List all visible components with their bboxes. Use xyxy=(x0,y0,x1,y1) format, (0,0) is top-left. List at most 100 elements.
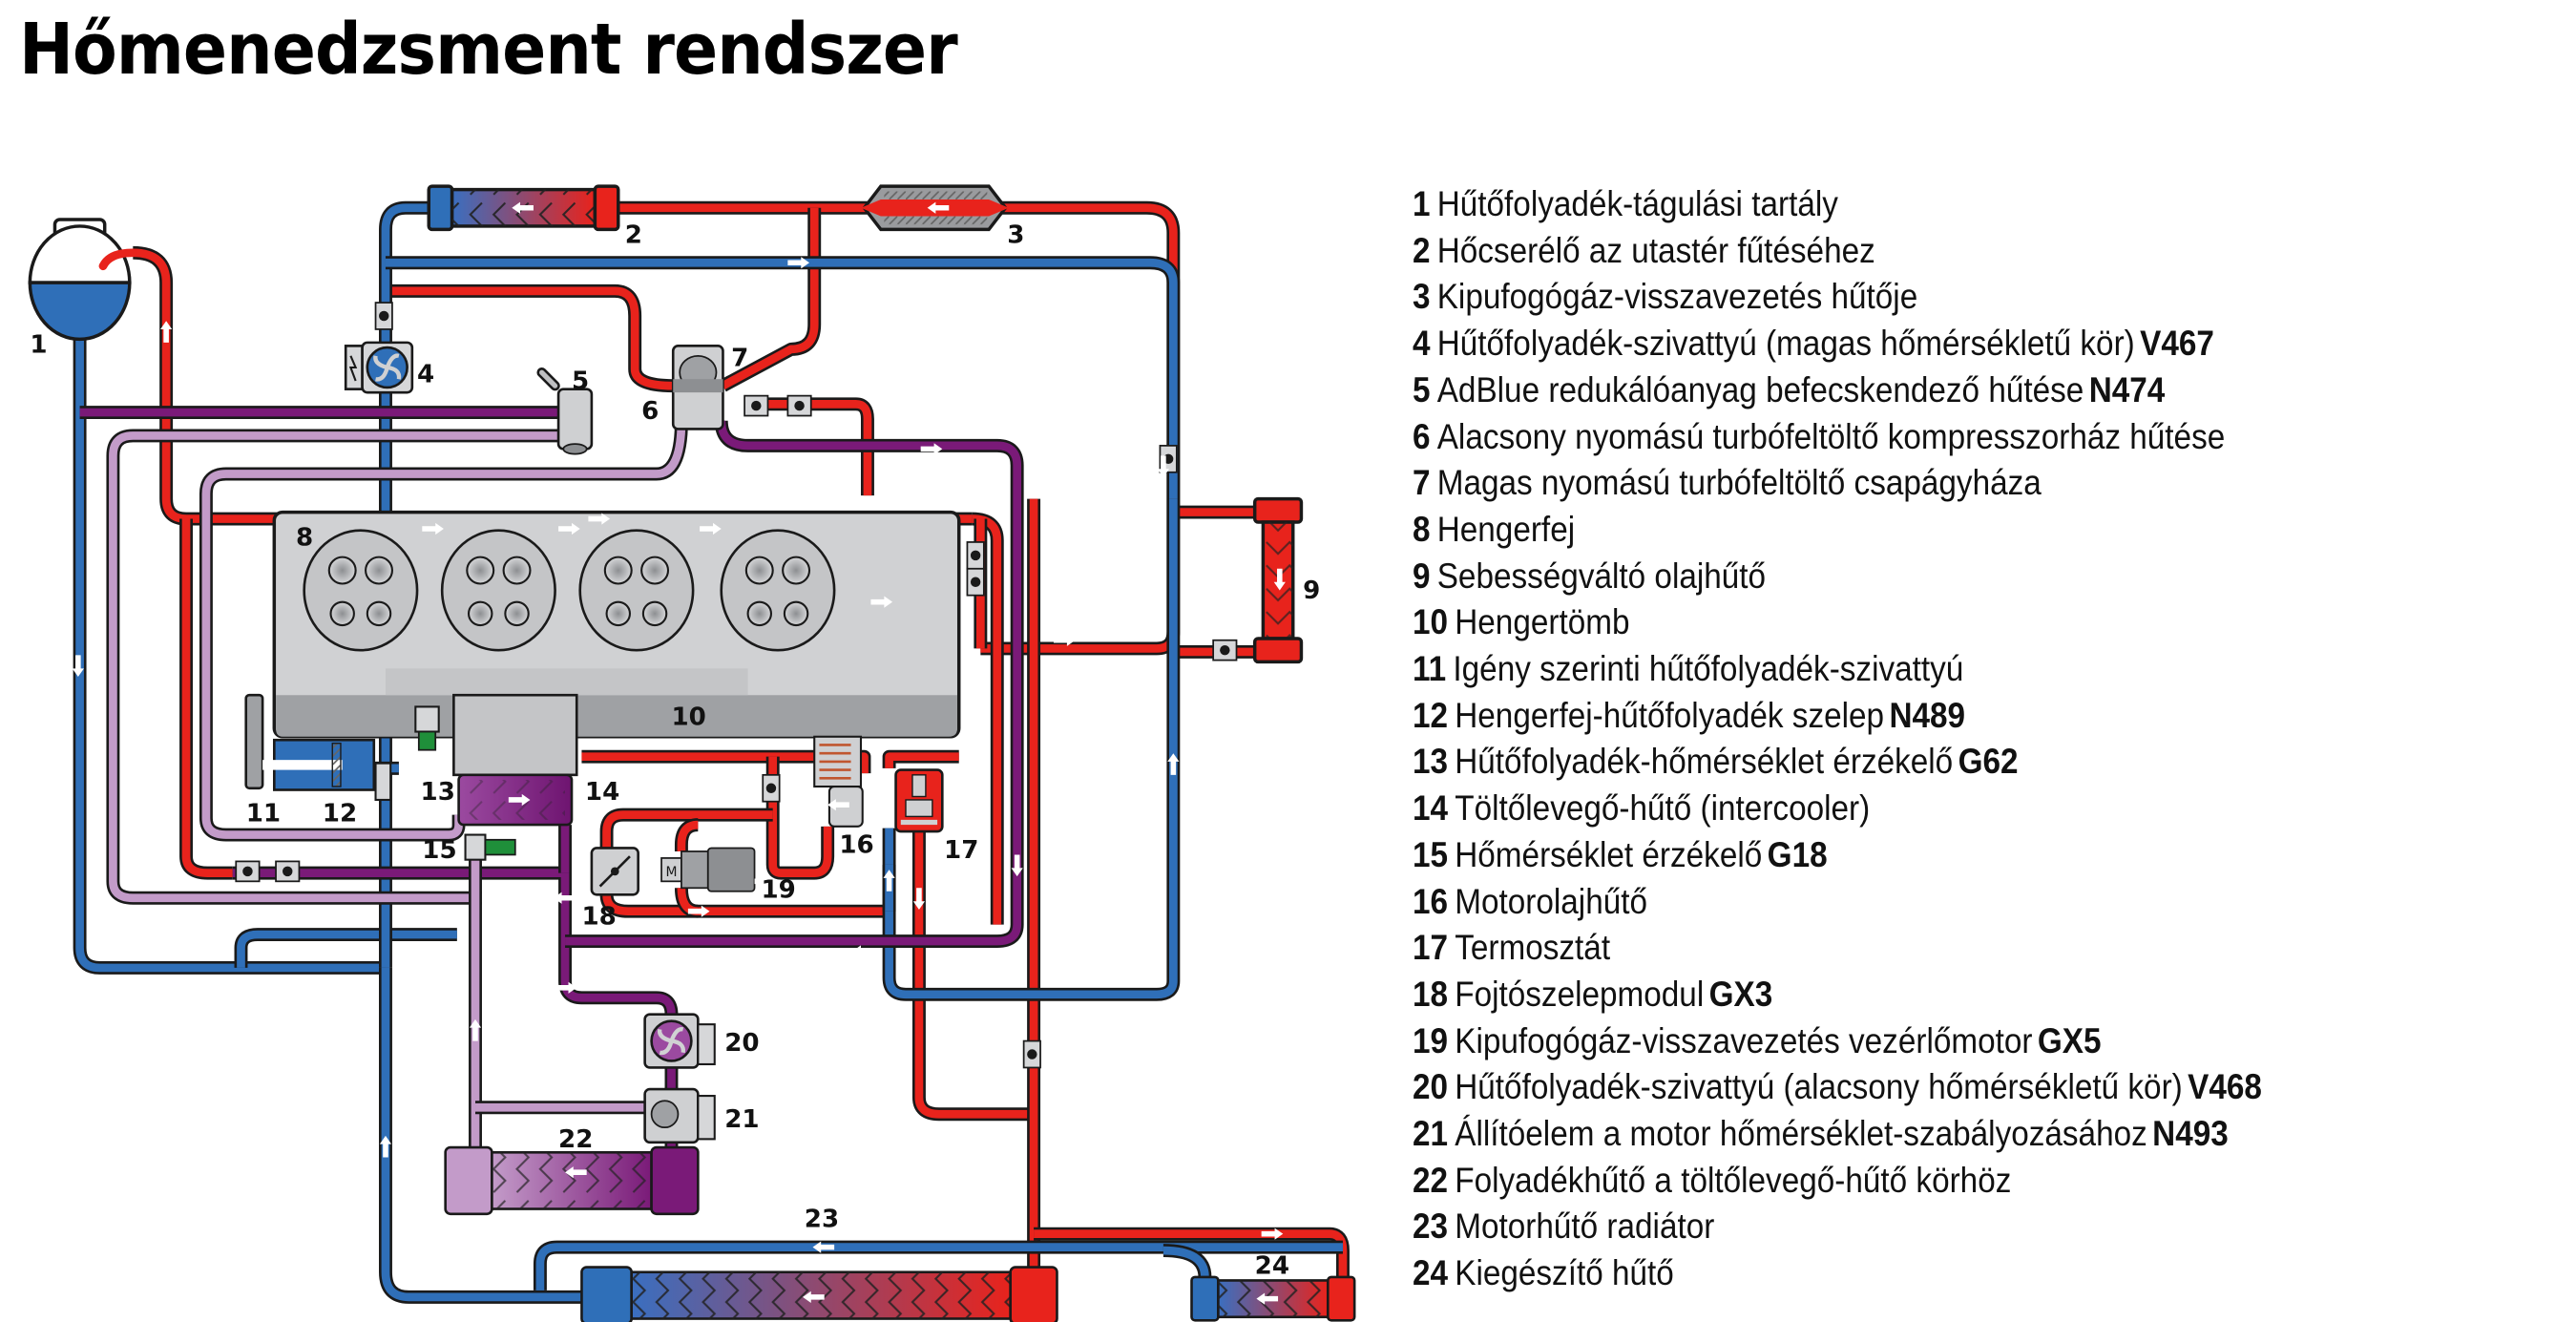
flow-arrow-icon xyxy=(555,981,577,994)
pipe-hot xyxy=(721,207,819,390)
throttle-module xyxy=(590,847,639,896)
egr-cooler xyxy=(860,184,1009,232)
legend-number: 16 xyxy=(1413,881,1449,921)
label-21: 21 xyxy=(724,1105,759,1134)
label-16: 16 xyxy=(839,831,873,860)
flow-arrow-icon xyxy=(700,522,722,535)
label-19: 19 xyxy=(762,876,796,905)
pipe-hot xyxy=(677,820,699,851)
legend-part-code: V467 xyxy=(2140,324,2214,364)
pipe-charge-air-hot xyxy=(565,420,1022,946)
engine xyxy=(272,510,961,777)
label-14: 14 xyxy=(585,778,619,807)
label-3: 3 xyxy=(1007,220,1024,249)
pipe-hot xyxy=(914,831,1035,1119)
legend-part-code: GX3 xyxy=(1708,974,1773,1014)
label-23: 23 xyxy=(805,1206,839,1234)
legend-number: 8 xyxy=(1413,509,1431,549)
label-22: 22 xyxy=(558,1125,593,1154)
pipe-hot xyxy=(602,810,773,849)
legend-part-code: V468 xyxy=(2188,1067,2262,1107)
cylinder xyxy=(303,529,419,652)
label-17: 17 xyxy=(944,836,978,865)
legend-part-code: GX5 xyxy=(2037,1020,2102,1060)
cylinder xyxy=(720,529,836,652)
legend-text: Termosztát xyxy=(1455,928,1611,968)
flow-arrow-icon xyxy=(379,1135,392,1158)
pipe-cold xyxy=(885,498,1178,999)
valve-ball-icon xyxy=(379,310,389,322)
label-9: 9 xyxy=(1303,577,1320,605)
pipe-hot xyxy=(181,518,233,877)
label-15: 15 xyxy=(422,836,456,865)
flow-arrow-icon xyxy=(1167,753,1180,775)
legend-number: 4 xyxy=(1413,324,1431,364)
pipe-cold xyxy=(385,258,1178,499)
legend-text: AdBlue redukálóanyag befecskendező hűtés… xyxy=(1436,369,2084,409)
label-10: 10 xyxy=(671,703,705,732)
check-valves xyxy=(235,302,1238,1069)
flow-arrow-icon xyxy=(687,905,710,917)
adblue-injector xyxy=(536,367,594,455)
thermostat xyxy=(894,768,944,833)
legend-text: Hűtőfolyadék-hőmérséklet érzékelő xyxy=(1455,742,1954,782)
legend-number: 6 xyxy=(1413,416,1431,456)
legend-number: 15 xyxy=(1413,834,1449,874)
legend-text: Motorolajhűtő xyxy=(1455,881,1648,921)
flow-arrow-icon xyxy=(553,892,576,904)
coolant-temp-sensor xyxy=(414,705,440,751)
legend-number: 22 xyxy=(1413,1160,1449,1200)
valve-ball-icon xyxy=(970,577,981,587)
legend-text: Hőmérséklet érzékelő xyxy=(1455,834,1763,874)
pipe-hot xyxy=(602,893,890,916)
label-11: 11 xyxy=(246,800,281,829)
flow-arrow-icon xyxy=(1256,1292,1279,1305)
legend-number: 7 xyxy=(1413,463,1431,503)
charge-air-radiator xyxy=(444,1145,700,1216)
legend-text: Hűtőfolyadék-szivattyú (magas hőmérsékle… xyxy=(1436,324,2135,364)
pipe-outline xyxy=(385,256,1181,499)
legend-number: 5 xyxy=(1413,369,1431,409)
label-18: 18 xyxy=(581,903,616,932)
expansion-tank xyxy=(28,218,137,342)
pipe-hot xyxy=(382,286,674,390)
legend-text: Töltőlevegő-hűtő (intercooler) xyxy=(1455,788,1871,829)
pipes-layer xyxy=(73,200,1350,1304)
pipe-charge-air-cold xyxy=(201,420,686,839)
flow-arrow-icon xyxy=(72,655,84,678)
legend-text: Sebességváltó olajhűtő xyxy=(1436,556,1767,596)
legend-number: 13 xyxy=(1413,742,1449,782)
flow-arrow-icon xyxy=(827,799,849,811)
flow-arrow-icon xyxy=(754,875,777,888)
flow-arrow-icon xyxy=(803,1291,825,1303)
label-13: 13 xyxy=(421,778,455,807)
legend-part-code: N493 xyxy=(2152,1114,2229,1154)
flow-arrow-icon xyxy=(1053,634,1076,646)
valve-ball-icon xyxy=(283,866,293,877)
legend-number: 20 xyxy=(1413,1067,1449,1107)
pipe-hot xyxy=(133,248,973,523)
turbocharger xyxy=(671,345,724,430)
component-labels: 1 2 3 4 5 6 7 8 9 10 11 12 13 14 15 16 1… xyxy=(30,220,1320,1280)
legend-number: 24 xyxy=(1413,1253,1449,1293)
pipe-hot xyxy=(747,399,872,496)
flow-arrow-icon xyxy=(812,1241,835,1253)
flow-arrow-icon xyxy=(883,870,895,892)
legend-number: 21 xyxy=(1413,1114,1449,1154)
flow-arrows xyxy=(72,201,1286,1305)
flow-arrow-icon xyxy=(512,201,534,214)
pipe-hot xyxy=(581,752,869,774)
legend-text: Alacsony nyomású turbófeltöltő kompressz… xyxy=(1436,416,2226,456)
